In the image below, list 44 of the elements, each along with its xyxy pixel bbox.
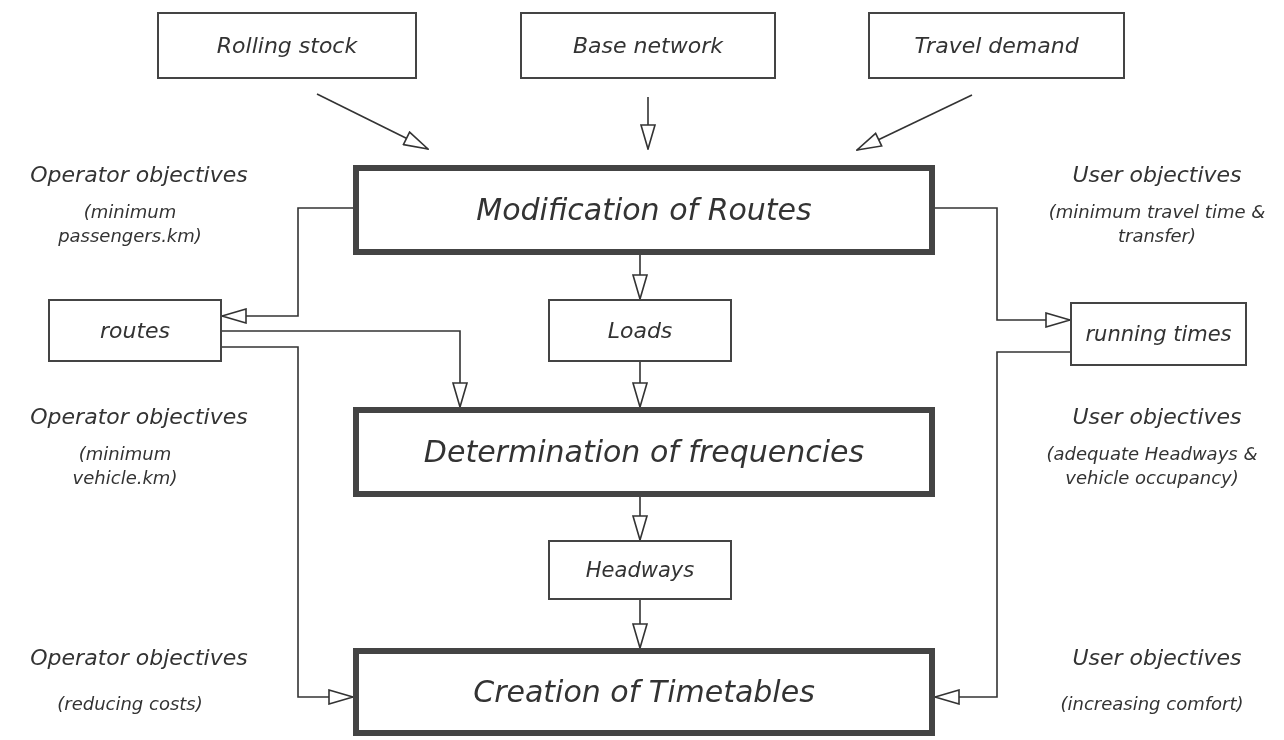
input-box — [548, 540, 732, 600]
box-label: Loads — [607, 316, 673, 345]
objective-heading: User objectives — [1071, 644, 1243, 672]
objective-heading: Operator objectives — [29, 644, 249, 672]
box-label: routes — [99, 316, 171, 345]
box-label: Base network — [573, 31, 723, 60]
box-label: Determination of frequencies — [423, 433, 865, 471]
input-box — [157, 12, 417, 79]
input-box — [868, 12, 1125, 79]
arrow — [632, 599, 648, 649]
arrow — [934, 207, 1071, 328]
objective-note: (minimum vehicle.km) — [71, 442, 179, 491]
objective-heading: User objectives — [1071, 403, 1243, 431]
arrow — [640, 96, 656, 150]
box-label: Headways — [585, 556, 695, 584]
input-box — [520, 12, 776, 79]
process-box — [353, 648, 935, 736]
objective-note: (minimum travel time & transfer) — [1047, 200, 1267, 249]
arrow — [632, 496, 648, 541]
objective-note: (increasing comfort) — [1059, 692, 1245, 716]
arrow — [221, 346, 354, 705]
objective-note: (adequate Headways & vehicle occupancy) — [1045, 442, 1259, 491]
input-box — [548, 299, 732, 362]
input-box — [1070, 302, 1247, 366]
arrow — [316, 93, 429, 150]
objective-heading: Operator objectives — [29, 161, 249, 189]
arrow — [856, 94, 973, 151]
arrow — [221, 207, 354, 324]
box-label: Rolling stock — [216, 31, 358, 60]
box-label: Creation of Timetables — [473, 673, 815, 711]
box-label: running times — [1085, 320, 1232, 348]
objective-heading: User objectives — [1071, 161, 1243, 189]
process-box — [353, 407, 935, 497]
arrow — [934, 351, 1071, 705]
box-label: Modification of Routes — [476, 191, 812, 229]
arrow — [221, 330, 468, 408]
process-box — [353, 165, 935, 255]
arrow — [632, 361, 648, 408]
objective-heading: Operator objectives — [29, 403, 249, 431]
objective-note: (reducing costs) — [56, 692, 204, 716]
box-label: Travel demand — [914, 31, 1079, 60]
input-box — [48, 299, 222, 362]
arrow — [632, 254, 648, 300]
objective-note: (minimum passengers.km) — [57, 200, 203, 249]
